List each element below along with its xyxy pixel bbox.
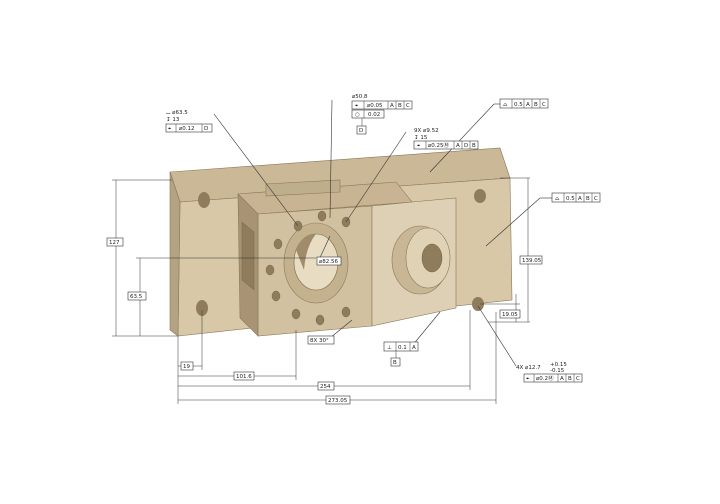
dim-bottom-254: 254 [320, 384, 331, 390]
bolt-holes-fcf-box [413, 140, 479, 150]
profile-top-datum-b: B [534, 102, 538, 108]
profile-top-datum-c: C [542, 102, 546, 108]
bolt-hole [291, 308, 301, 320]
dim-height-mid: 63.5 [130, 294, 143, 300]
slots-callout: 4X ⌀12.7 +0.15 -0.15 ⌖ ⌀0.2Ⓜ A B C [516, 362, 583, 383]
bolt-holes-datum-a: A [456, 143, 460, 149]
profile-right-symbol: ⌓ [555, 196, 560, 202]
slots-datum-a: A [560, 376, 564, 382]
part-body [169, 147, 513, 337]
angle-label: 8X 30° [310, 338, 329, 344]
profile-right-datum-a: A [578, 196, 582, 202]
bolt-holes-depth: ↧ 15 [414, 135, 428, 141]
perp-datum-label: B [393, 360, 397, 366]
dim-right-height-box [519, 255, 543, 265]
bcd-box [316, 256, 342, 266]
bore-diameter: ⌀50.8 [352, 94, 368, 100]
bolt-hole [273, 238, 283, 250]
bore-fcf-symbol: ⌖ [355, 103, 358, 109]
bore-circ-box [351, 109, 385, 119]
corner-slot [474, 189, 486, 203]
dim-right-small-box [499, 309, 521, 319]
dim-bottom-19-box [180, 361, 194, 371]
bore-datum-c: C [406, 103, 410, 109]
bolt-holes-datum-d: D [464, 143, 468, 149]
corner-slot [196, 300, 208, 316]
counterbore-fcf-box [165, 123, 213, 133]
counterbore-line2: ↧ 13 [166, 117, 180, 123]
bolt-holes-fcf-symbol: ⌖ [417, 143, 420, 149]
bolt-hole [317, 210, 327, 222]
counterbore-fcf-datum: D [204, 126, 208, 132]
boss-hole [421, 243, 443, 273]
bore-datum-a: A [390, 103, 394, 109]
top-tab [265, 179, 341, 197]
slots-line1: 4X ⌀12.7 [516, 365, 541, 371]
slots-fcf-symbol: ⌖ [526, 376, 529, 382]
profile-right-datum-c: C [594, 196, 598, 202]
slots-fcf-tol: ⌀0.2Ⓜ [536, 374, 554, 382]
corner-slot [472, 297, 484, 311]
bolt-holes-fcf-tol: ⌀0.25Ⓜ [428, 141, 450, 149]
dim-bottom-19: 19 [183, 364, 190, 370]
profile-top-callout: ⌓ 0.5 A B C [494, 98, 549, 109]
dim-height-mid-box [127, 291, 147, 301]
bolt-hole [271, 290, 281, 302]
dim-height-total-box [106, 237, 124, 247]
perp-symbol: ⊥ [387, 345, 392, 351]
bore-circ-symbol: ○ [355, 112, 360, 118]
angle-box [307, 335, 335, 345]
dim-bottom-273-box [325, 395, 351, 405]
side-pocket [241, 221, 255, 291]
perp-datum-box [390, 357, 401, 367]
counterbore-line1: ⌴ ⌀63.5 [166, 110, 188, 116]
counterbore-callout: ⌴ ⌀63.5 ↧ 13 ⌖ ⌀0.12 D [165, 110, 213, 133]
bolt-holes-datum-b: B [472, 143, 476, 149]
dim-bottom-101-box [233, 371, 255, 381]
bolt-hole [265, 264, 275, 276]
counterbore-fcf-symbol: ⌖ [168, 126, 171, 132]
profile-right-tol: 0.5 [566, 196, 575, 202]
bore-callout: ⌀50.8 ⌖ ⌀0.05 A B C ○ 0.02 D [351, 94, 413, 135]
bolt-holes-count: 9X ⌀9.52 [414, 128, 439, 134]
slots-datum-b: B [568, 376, 572, 382]
bore-fcf-box [351, 100, 413, 110]
perp-datum: A [412, 345, 416, 351]
slots-fcf-box [523, 373, 583, 383]
profile-top-datum-a: A [526, 102, 530, 108]
dim-right-small: 19.05 [502, 312, 518, 318]
bore-datum-box [356, 125, 367, 135]
perpendicularity-callout: ⊥ 0.1 A B [383, 341, 419, 367]
counterbore-fcf-tol: ⌀0.12 [179, 126, 195, 132]
corner-slot [198, 192, 210, 208]
bore-fcf-tol: ⌀0.05 [367, 103, 383, 109]
slots-datum-c: C [576, 376, 580, 382]
main-bore-shadow [296, 234, 316, 270]
bcd-label: ⌀82.56 [319, 259, 339, 265]
profile-right-datum-b: B [586, 196, 590, 202]
dim-bottom-273: 273.05 [328, 398, 348, 404]
profile-top-symbol: ⌓ [503, 102, 508, 108]
bore-circ-tol: 0.02 [368, 112, 380, 118]
profile-top-tol: 0.5 [514, 102, 523, 108]
perp-box [383, 341, 419, 352]
dim-right-height: 139.05 [522, 258, 542, 264]
profile-right-callout: ⌓ 0.5 A B C [540, 192, 601, 203]
perp-tol: 0.1 [398, 345, 407, 351]
bolt-hole [315, 314, 325, 326]
bore-datum-b: B [398, 103, 402, 109]
dimension-values: 127 63.5 139.05 19.05 19 101.6 254 273.0… [106, 237, 543, 405]
dim-height-total: 127 [109, 240, 120, 246]
slots-upper: +0.15 [550, 362, 567, 368]
bolt-holes-callout: 9X ⌀9.52 ↧ 15 ⌖ ⌀0.25Ⓜ A D B [413, 128, 479, 150]
bolt-hole [341, 306, 351, 318]
dim-bottom-254-box [317, 381, 335, 391]
slots-lower: -0.15 [550, 368, 565, 374]
base-plate-left [169, 171, 181, 337]
bore-datum-label: D [359, 128, 363, 134]
dim-bottom-101: 101.6 [236, 374, 252, 380]
